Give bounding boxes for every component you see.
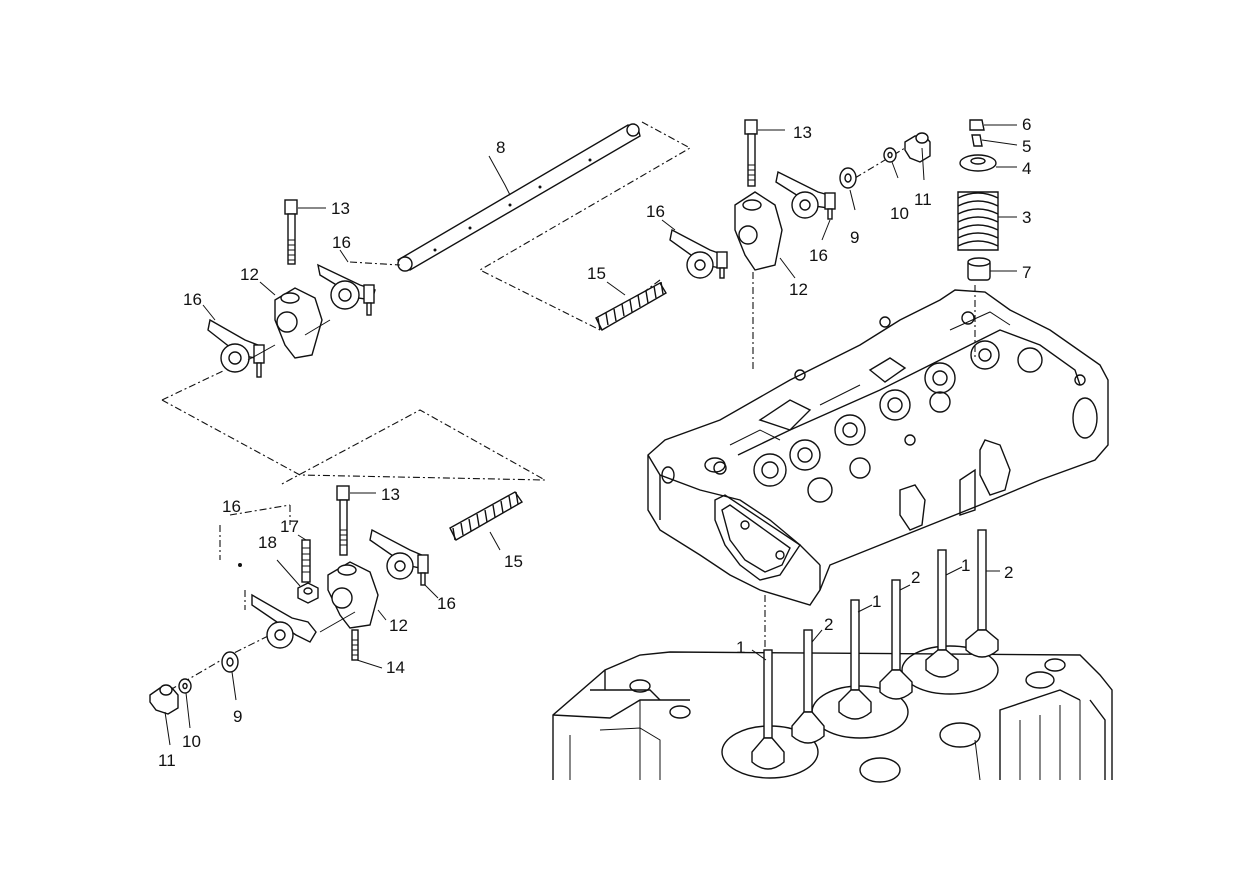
callout-6: 6 — [1022, 115, 1031, 134]
callout-16-left-lower: 16 — [183, 290, 202, 309]
valve-2 — [791, 629, 825, 744]
callout-2-c: 2 — [1004, 563, 1013, 582]
cylinder-block — [552, 645, 1113, 783]
callout-17: 17 — [280, 517, 299, 536]
callout-15-lower: 15 — [504, 552, 523, 571]
callout-labels: 8 13 16 12 16 13 16 15 12 16 9 10 11 6 5… — [158, 115, 1031, 770]
valve-3 — [838, 599, 872, 720]
callout-12-lower: 12 — [389, 616, 408, 635]
callout-4: 4 — [1022, 159, 1031, 178]
callout-14: 14 — [386, 658, 405, 677]
callout-10-upper: 10 — [890, 204, 909, 223]
callout-16-bracket: 16 — [222, 497, 241, 516]
callout-12-left: 12 — [240, 265, 259, 284]
leader-lines — [164, 124, 1018, 746]
valve-1 — [751, 649, 785, 770]
callout-2-a: 2 — [824, 615, 833, 634]
callout-12-upper: 12 — [789, 280, 808, 299]
callout-16-left-upper: 16 — [332, 233, 351, 252]
callout-9-upper: 9 — [850, 228, 859, 247]
callout-15-upper: 15 — [587, 264, 606, 283]
callout-11-lower: 11 — [158, 751, 176, 770]
valves — [751, 529, 999, 770]
callout-3: 3 — [1022, 208, 1031, 227]
valve-6 — [965, 529, 999, 658]
callout-16-lower: 16 — [437, 594, 456, 613]
callout-10-lower: 10 — [182, 732, 201, 751]
callout-8: 8 — [496, 138, 505, 157]
callout-16-upper-left: 16 — [646, 202, 665, 221]
callout-18: 18 — [258, 533, 277, 552]
cylinder-head — [647, 289, 1109, 606]
callout-1-c: 1 — [961, 556, 970, 575]
callout-7: 7 — [1022, 263, 1031, 282]
valve-5 — [925, 549, 959, 678]
left-rocker-assembly — [207, 199, 376, 378]
callout-13-upper: 13 — [793, 123, 812, 142]
lower-rocker-assembly — [149, 485, 524, 715]
callout-11-upper: 11 — [914, 190, 932, 209]
callout-1-b: 1 — [872, 592, 881, 611]
callout-1-a: 1 — [736, 638, 745, 657]
valve-4 — [879, 579, 913, 700]
valve-spring-stack — [957, 119, 999, 281]
callout-13-lower: 13 — [381, 485, 400, 504]
callout-2-b: 2 — [911, 568, 920, 587]
upper-rocker-assembly — [595, 119, 931, 331]
reference-lines — [161, 121, 976, 691]
callout-16-upper-right: 16 — [809, 246, 828, 265]
callout-13-left: 13 — [331, 199, 350, 218]
rocker-shaft — [397, 123, 641, 272]
callout-5: 5 — [1022, 137, 1031, 156]
callout-9-lower: 9 — [233, 707, 242, 726]
